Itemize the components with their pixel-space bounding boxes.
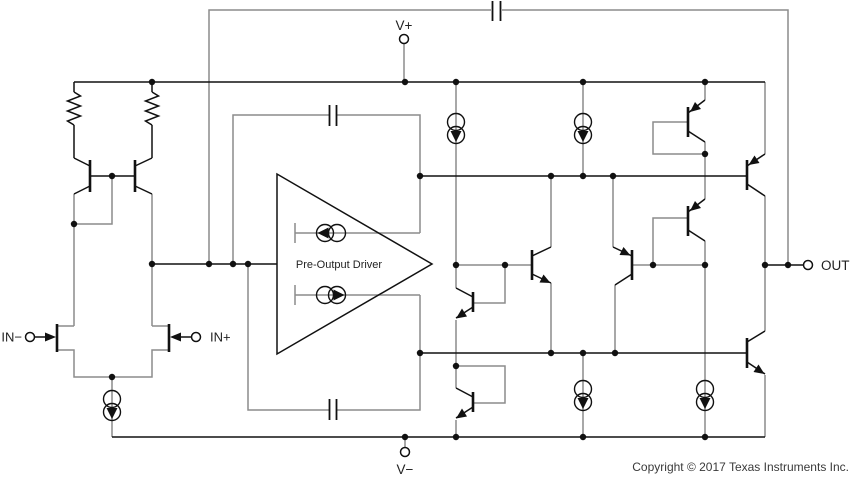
current-source-bottom-right-icon	[695, 379, 715, 412]
cs-down-arrow-icon	[577, 131, 589, 142]
output-npn-arrow-icon	[753, 364, 765, 374]
current-source-top-right-icon	[573, 112, 593, 145]
cs-down-arrow-icon	[577, 398, 589, 409]
tail-current-source-icon	[102, 389, 122, 422]
jfet-drain-source-wires	[58, 325, 168, 378]
cs-down-arrow-icon	[450, 131, 462, 142]
junction-dots	[70, 78, 792, 441]
left-mirror-wires	[73, 176, 153, 326]
output-pnp-arrow-icon	[748, 155, 760, 165]
mirror-bjt-bars	[88, 160, 137, 192]
outer-compensation-loop-wire	[208, 9, 789, 264]
secondary-wires	[58, 9, 789, 447]
vminus-label: V−	[397, 462, 414, 477]
capacitors	[328, 1, 502, 420]
cs-down-arrow-icon	[699, 398, 711, 409]
cs-left-arrow-icon	[317, 227, 329, 239]
vbe-pnp-emitter-arrow-icon	[619, 247, 631, 256]
pre-output-driver-label: Pre-Output Driver	[296, 259, 383, 271]
vbe-npn-leads	[531, 246, 552, 284]
diode-pnp1-arrow-icon	[690, 102, 701, 112]
out-terminal-icon	[802, 259, 814, 271]
current-sources	[102, 112, 715, 422]
inplus-terminal-icon	[190, 331, 202, 343]
diode-pnp2-arrow-icon	[690, 201, 701, 211]
resistor-right	[143, 91, 161, 126]
vminus-terminal-icon	[399, 446, 411, 458]
cs-right-arrow-icon	[333, 289, 345, 301]
inminus-label: IN−	[1, 330, 22, 345]
inminus-terminal-icon	[24, 331, 36, 343]
resistor-left	[65, 91, 83, 126]
lower-miller-loop	[247, 264, 421, 411]
diode-base-loops-left	[456, 265, 506, 404]
transistor-bars	[55, 107, 749, 412]
vplus-label: V+	[396, 18, 413, 33]
jfet-left-gate-arrow-icon	[45, 332, 56, 342]
current-source-top-left-icon	[446, 112, 466, 145]
lower-miller-capacitor	[328, 399, 338, 420]
amplifier-triangle-icon	[276, 172, 434, 356]
bias-diode-bars	[471, 107, 690, 412]
pre-output-driver-amp: Pre-Output Driver	[276, 172, 434, 356]
outer-capacitor	[491, 1, 502, 21]
vbe-transistor-wires	[550, 176, 616, 353]
diode-npn2-arrow-icon	[456, 408, 467, 419]
upper-miller-loop	[232, 114, 421, 264]
current-source-arrows	[106, 131, 711, 419]
current-source-bottom-mid-icon	[573, 379, 593, 412]
diode-npn1-arrow-icon	[456, 308, 467, 319]
upper-miller-capacitor	[328, 105, 338, 126]
out-label: OUT	[821, 258, 850, 273]
mirror-bjt-left-leads	[73, 157, 91, 195]
arrows	[45, 102, 765, 419]
mirror-bjt-right-leads	[134, 157, 153, 195]
resistor-stubs	[73, 82, 153, 158]
inplus-label: IN+	[210, 330, 231, 345]
diode-base-loops-right	[652, 121, 705, 265]
copyright-text: Copyright © 2017 Texas Instruments Inc.	[632, 460, 849, 474]
vbe-transistor-bars	[530, 250, 634, 280]
terminals	[24, 33, 814, 458]
vplus-terminal-icon	[398, 33, 410, 45]
cs-down-arrow-icon	[106, 408, 118, 419]
bias-resistors	[65, 91, 161, 126]
jfet-channel-bars	[55, 324, 171, 352]
output-npn-leads	[746, 330, 766, 375]
vbe-npn-emitter-arrow-icon	[539, 274, 551, 283]
jfet-right-gate-arrow-icon	[170, 332, 181, 342]
